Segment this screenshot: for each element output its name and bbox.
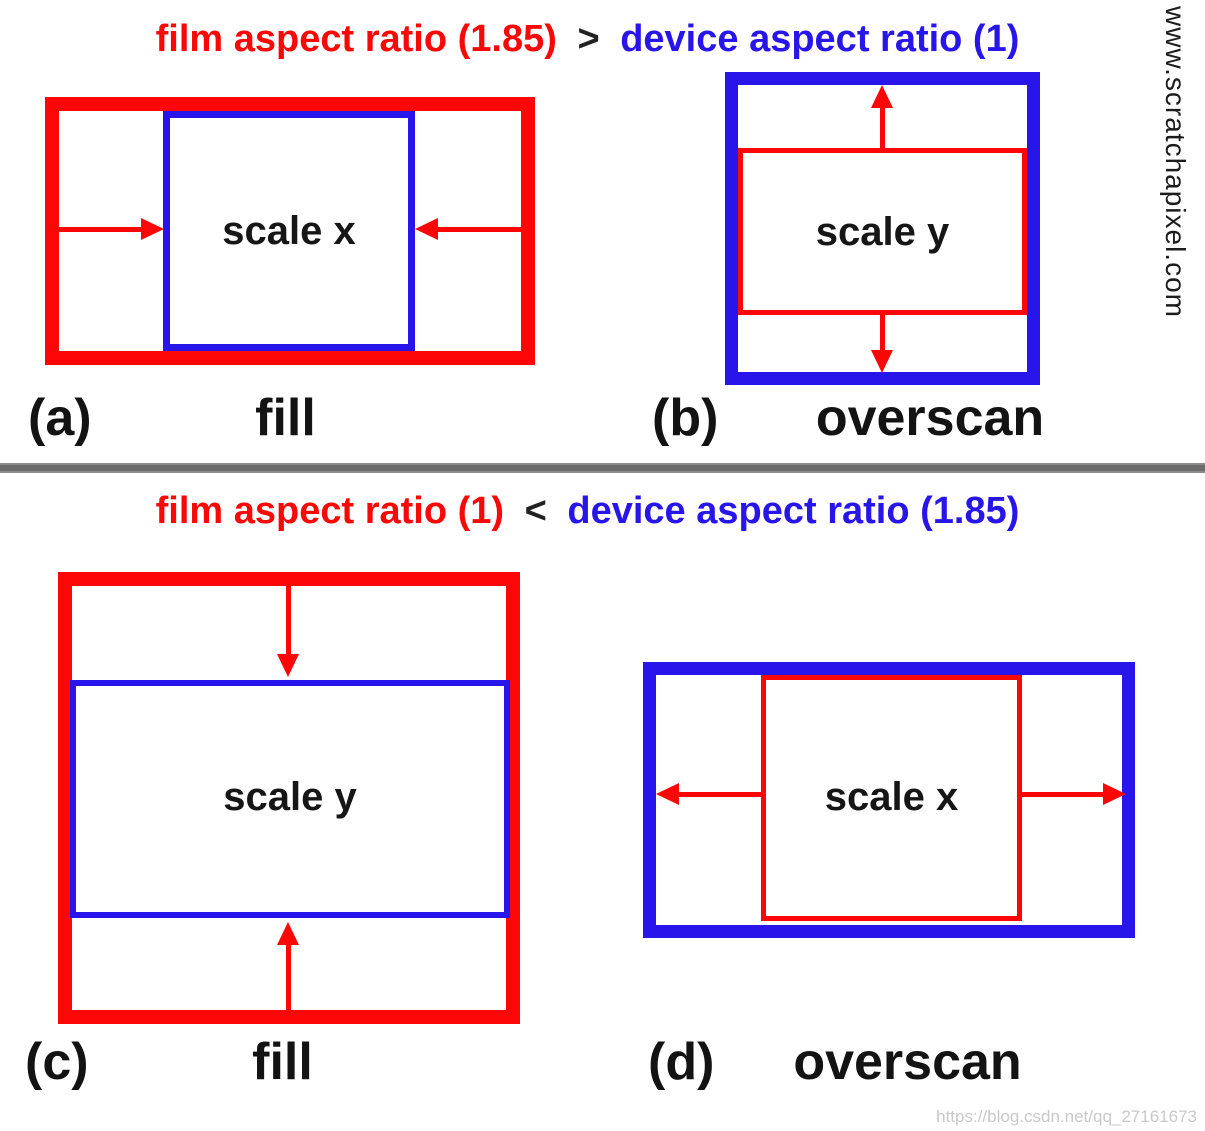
title-top: film aspect ratio (1.85) > device aspect… bbox=[0, 18, 1175, 61]
panel-a-arrow-right-head-icon bbox=[141, 218, 164, 240]
panel-b-scale-label: scale y bbox=[815, 210, 950, 254]
panel-d-device-rect bbox=[643, 662, 1135, 938]
panel-a-arrow-right-shaft bbox=[437, 227, 521, 232]
panel-d-arrow-left-shaft bbox=[679, 792, 761, 797]
panel-a-index-label: (a) bbox=[28, 389, 92, 447]
title-bottom-comparator: < bbox=[524, 490, 547, 532]
panel-a-arrow-left-head-icon bbox=[415, 218, 438, 240]
title-top-device-ratio: device aspect ratio (1) bbox=[620, 18, 1020, 60]
panel-b-film-rect bbox=[738, 148, 1027, 315]
panel-c-scale-label: scale y bbox=[223, 775, 357, 819]
panel-b-arrow-down-head-icon bbox=[871, 350, 893, 373]
panel-d-mode-label: overscan bbox=[793, 1033, 1022, 1091]
panel-b-arrow-up-shaft bbox=[880, 104, 885, 150]
title-bottom-film-ratio: film aspect ratio (1) bbox=[155, 490, 505, 532]
panel-c-arrow-top-shaft bbox=[286, 586, 291, 656]
title-top-film-ratio: film aspect ratio (1.85) bbox=[155, 18, 557, 60]
panel-b-index-label: (b) bbox=[652, 389, 719, 447]
panel-d-film-rect bbox=[761, 675, 1022, 921]
panel-c-arrow-bottom-shaft bbox=[286, 944, 291, 1010]
panel-c-arrow-down-head-icon bbox=[277, 654, 299, 677]
panel-d-scale-label: scale x bbox=[824, 775, 959, 819]
title-bottom-device-ratio: device aspect ratio (1.85) bbox=[567, 490, 1020, 532]
panel-d-arrow-right-head-icon bbox=[1103, 783, 1126, 805]
panel-a-film-rect bbox=[45, 97, 535, 365]
panel-b-device-rect bbox=[725, 72, 1040, 385]
panel-b-arrow-down-shaft bbox=[880, 315, 885, 353]
section-divider bbox=[0, 463, 1205, 473]
title-top-comparator: > bbox=[577, 18, 600, 60]
title-bottom: film aspect ratio (1) < device aspect ra… bbox=[0, 490, 1175, 533]
panel-a-mode-label: fill bbox=[255, 389, 316, 447]
panel-c-device-rect bbox=[70, 680, 510, 918]
panel-d-index-label: (d) bbox=[648, 1033, 715, 1091]
side-watermark: www.scratchapixel.com bbox=[1160, 6, 1191, 318]
panel-b-mode-label: overscan bbox=[815, 389, 1045, 447]
panel-d-arrow-left-head-icon bbox=[656, 783, 679, 805]
panel-c-mode-label: fill bbox=[252, 1033, 313, 1091]
bottom-watermark: https://blog.csdn.net/qq_27161673 bbox=[936, 1107, 1197, 1126]
panel-c-arrow-up-head-icon bbox=[277, 922, 299, 945]
panel-a-arrow-left-shaft bbox=[59, 227, 143, 232]
panel-d-arrow-right-shaft bbox=[1022, 792, 1105, 797]
panel-b-arrow-up-head-icon bbox=[871, 85, 893, 108]
panel-a-scale-label: scale x bbox=[222, 209, 356, 253]
panel-c-index-label: (c) bbox=[25, 1033, 89, 1091]
panel-a-device-rect bbox=[163, 111, 415, 351]
